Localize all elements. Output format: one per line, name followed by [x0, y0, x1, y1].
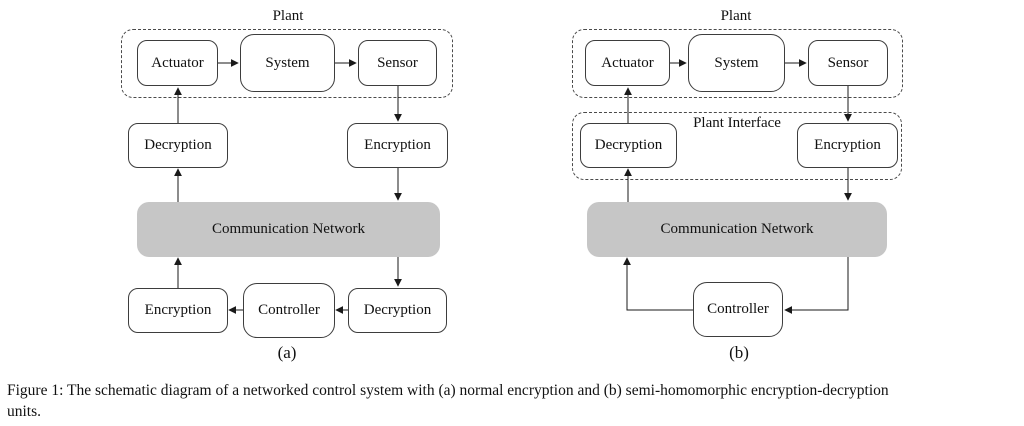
subfigure-label-b: (b)	[729, 343, 749, 362]
actuator-box-b: Actuator	[585, 40, 670, 86]
plant-interface-boundary-b	[572, 112, 902, 180]
controller-box-b: Controller	[693, 282, 783, 337]
figure-caption: Figure 1: The schematic diagram of a net…	[7, 380, 1021, 422]
actuator-box-a: Actuator	[137, 40, 218, 86]
sensor-box-b: Sensor	[808, 40, 888, 86]
figure-caption-line1: Figure 1: The schematic diagram of a net…	[7, 382, 889, 399]
decryption-upper-box-a: Decryption	[128, 123, 228, 168]
sensor-box-a: Sensor	[358, 40, 437, 86]
communication-network-b: Communication Network	[587, 202, 887, 257]
plant-boundary-b	[572, 29, 903, 98]
decryption-lower-box-a: Decryption	[348, 288, 447, 333]
encryption-upper-box-a: Encryption	[347, 123, 448, 168]
encryption-lower-box-a: Encryption	[128, 288, 228, 333]
encryption-box-b: Encryption	[797, 123, 898, 168]
communication-network-a: Communication Network	[137, 202, 440, 257]
system-box-b: System	[688, 34, 785, 92]
subfigure-label-a: (a)	[277, 343, 297, 362]
system-box-a: System	[240, 34, 335, 92]
plant-label-b: Plant	[720, 8, 752, 24]
plant-interface-label-b: Plant Interface	[693, 115, 781, 131]
plant-boundary-a	[121, 29, 453, 98]
plant-label-a: Plant	[272, 8, 304, 24]
arrow-b-controller-to-network	[623, 257, 693, 311]
decryption-box-b: Decryption	[580, 123, 677, 168]
figure-caption-line2: units.	[7, 403, 42, 420]
arrow-b-network-to-controller	[784, 257, 849, 314]
controller-box-a: Controller	[243, 283, 335, 338]
